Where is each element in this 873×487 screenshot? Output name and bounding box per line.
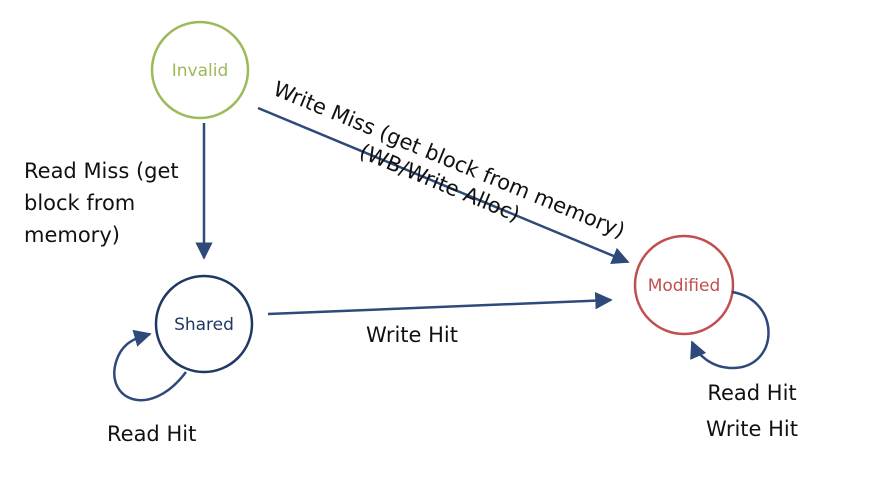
state-modified-label: Modified	[648, 276, 721, 296]
state-shared-circle	[154, 274, 254, 374]
arrow-invalid-to-modified	[257, 106, 630, 265]
state-invalid-label: Invalid	[172, 61, 229, 81]
state-invalid-circle	[150, 20, 250, 120]
label-read-miss-line-2: block from	[24, 191, 135, 215]
label-modified-read-hit: Read Hit	[707, 381, 796, 405]
label-read-miss: Read Miss (get block from memory)	[24, 159, 179, 247]
label-write-miss: Write Miss (get block from memory) (WB/W…	[270, 77, 628, 243]
arrow-shared-self-loop	[113, 329, 187, 402]
label-modified-write-hit: Write Hit	[706, 417, 798, 441]
label-write-miss-line-1: Write Miss (get block from memory)	[270, 77, 628, 243]
label-read-miss-line-3: memory)	[24, 223, 120, 247]
arrow-shared-to-modified	[267, 291, 613, 316]
state-modified: Modified	[633, 234, 735, 336]
arrow-modified-self-loop	[690, 290, 770, 370]
label-modified-self: Read Hit Write Hit	[706, 381, 798, 441]
state-modified-circle	[633, 234, 735, 336]
state-invalid: Invalid	[150, 20, 250, 120]
state-shared-label: Shared	[174, 315, 234, 335]
label-write-hit: Write Hit	[366, 323, 458, 347]
label-read-miss-line-1: Read Miss (get	[24, 159, 179, 183]
state-shared: Shared	[154, 274, 254, 374]
label-shared-read-hit: Read Hit	[107, 422, 196, 446]
